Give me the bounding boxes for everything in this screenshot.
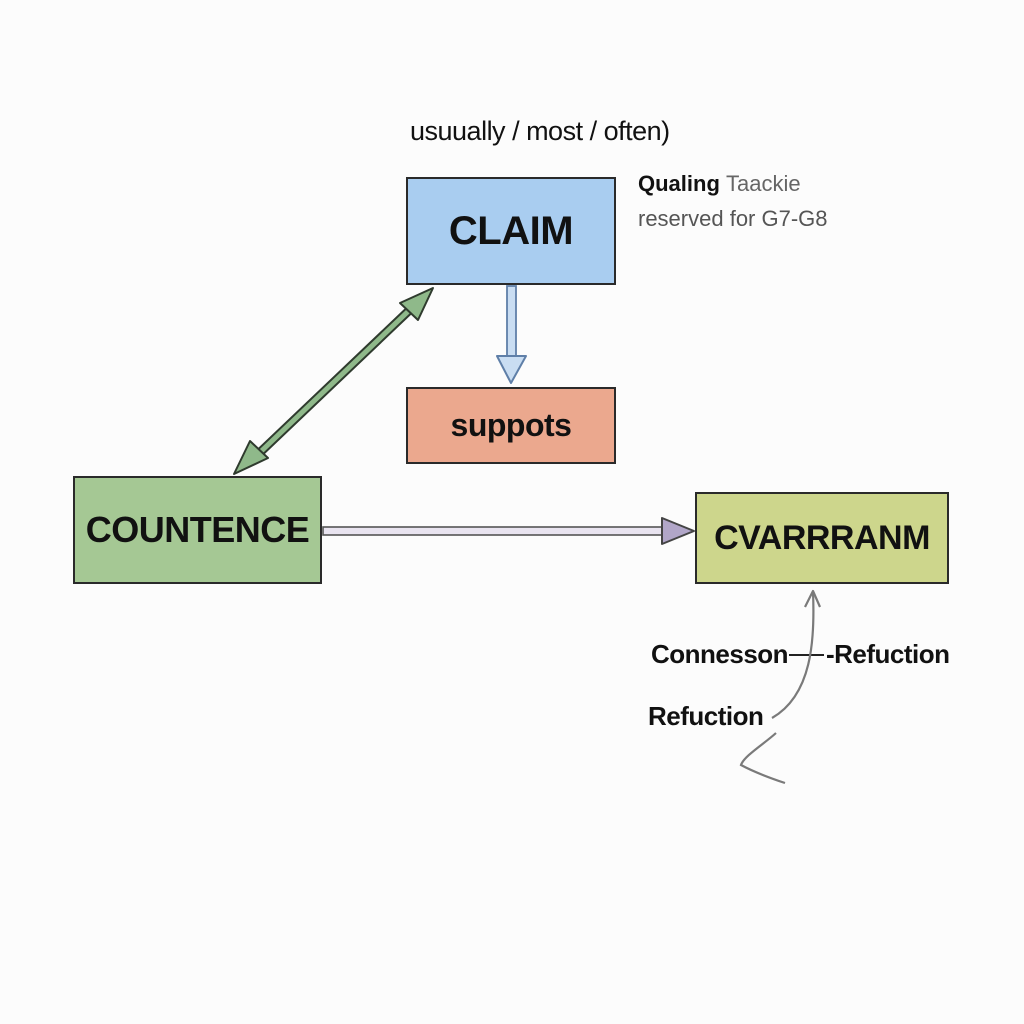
refuction-label-left: Refuction bbox=[648, 701, 764, 731]
countence-node: COUNTENCE bbox=[73, 476, 322, 584]
qualifier-title: Qualing Taackie bbox=[638, 171, 801, 197]
connesson-label: Connesson bbox=[651, 639, 789, 669]
qualifier-title-bold: Qualing bbox=[638, 171, 726, 196]
qualifier-note: reserved for G7-G8 bbox=[638, 206, 828, 231]
countence-label: COUNTENCE bbox=[85, 509, 310, 550]
claim-label: CLAIM bbox=[448, 208, 574, 253]
claim-support-arrow bbox=[496, 285, 527, 384]
countence-warrant-arrow bbox=[322, 517, 695, 545]
support-label: suppots bbox=[450, 407, 572, 443]
claim-countence-double-arrow bbox=[233, 287, 434, 475]
support-node: suppots bbox=[406, 387, 616, 464]
claim-node: CLAIM bbox=[406, 177, 616, 285]
qualifier-title-light: Taackie bbox=[726, 171, 801, 196]
warrant-node: CVARRRANM bbox=[695, 492, 949, 584]
refuction-label-right: -Refuction bbox=[826, 639, 950, 669]
warrant-label: CVARRRANM bbox=[714, 518, 930, 557]
qualifier-text: usuually / most / often) bbox=[410, 116, 670, 146]
rebuttal-curve-arrow bbox=[739, 589, 822, 785]
